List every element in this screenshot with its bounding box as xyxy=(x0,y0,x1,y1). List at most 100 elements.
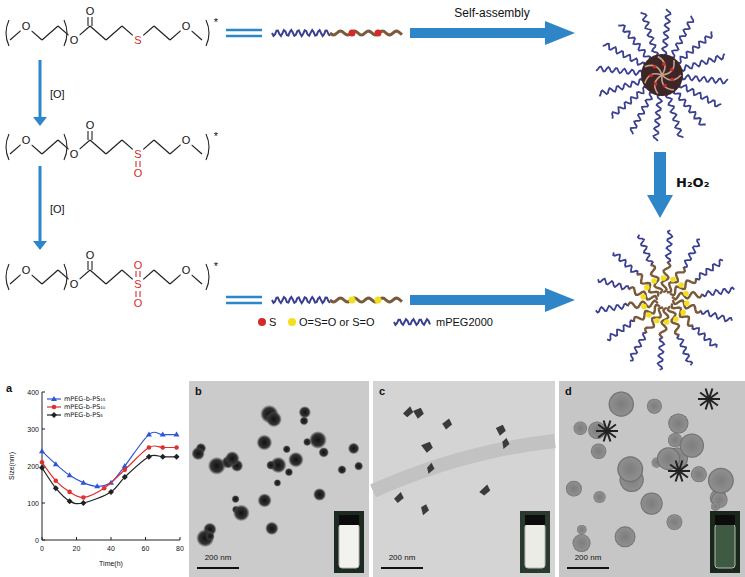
bond xyxy=(90,26,106,40)
bond xyxy=(10,145,21,154)
bond xyxy=(170,275,181,284)
repeat-bracket xyxy=(206,264,209,290)
bond xyxy=(106,270,122,284)
bond xyxy=(191,145,202,154)
legend-text: mPEG-b-PS₁₀ xyxy=(64,404,105,411)
bond xyxy=(10,275,21,284)
atom-label: O xyxy=(69,149,80,160)
peg-chain xyxy=(272,30,330,36)
peg-chain xyxy=(272,297,330,303)
debris xyxy=(479,485,490,496)
panel-letter: a xyxy=(6,383,12,394)
micelle-core xyxy=(641,54,683,96)
equals-sign xyxy=(226,296,262,299)
double-bond xyxy=(87,17,88,26)
sulfur-dot xyxy=(662,62,666,66)
double-bond xyxy=(91,17,92,26)
nanoparticle xyxy=(232,495,240,503)
data-marker xyxy=(80,500,86,506)
panel-letter: d xyxy=(565,386,572,397)
repeat-bracket xyxy=(6,264,9,290)
panel-letter: c xyxy=(379,386,385,397)
debris xyxy=(394,492,404,503)
peg-chain xyxy=(681,54,724,71)
repeat-bracket xyxy=(64,134,67,160)
nanoparticle xyxy=(233,505,249,521)
data-marker xyxy=(174,454,180,460)
legend-sample xyxy=(52,405,57,410)
tick-label: 80 xyxy=(176,545,184,552)
polyester-chain xyxy=(668,306,680,335)
atom-label: O xyxy=(69,279,80,290)
tick-label: 200 xyxy=(27,463,39,470)
legend-swatch xyxy=(258,318,266,326)
bond xyxy=(31,145,42,154)
data-marker xyxy=(147,445,152,450)
bond xyxy=(143,140,154,149)
data-marker xyxy=(67,498,73,504)
nanoparticle xyxy=(319,447,329,457)
bond xyxy=(90,140,106,154)
aggregate xyxy=(680,433,704,457)
data-marker xyxy=(160,454,166,460)
atom-label: O xyxy=(181,265,192,276)
aggregate xyxy=(711,502,720,511)
core-chain xyxy=(662,75,674,90)
sulfone-dot xyxy=(640,294,646,300)
atom-label: * xyxy=(213,261,219,272)
vial-photo xyxy=(334,511,364,573)
debris xyxy=(496,425,506,436)
sulfone-dot xyxy=(644,285,650,291)
sulfur-dot xyxy=(375,30,382,37)
data-marker xyxy=(53,461,59,466)
bond xyxy=(122,270,133,279)
atom-label: O xyxy=(85,250,96,261)
data-marker xyxy=(40,460,45,465)
bond xyxy=(170,31,181,40)
peg-chain xyxy=(680,85,722,107)
vial-photo xyxy=(710,511,740,573)
panel-letter: b xyxy=(195,386,202,397)
atom-label: S xyxy=(133,149,142,160)
peg-chain xyxy=(638,235,653,265)
arrow-head xyxy=(33,241,47,250)
aggregate xyxy=(573,534,591,552)
scale-label: 200 nm xyxy=(389,554,416,562)
aggregate xyxy=(657,447,680,470)
sulfur-dot xyxy=(654,82,658,86)
aggregate xyxy=(647,399,662,414)
axis-title: Time(h) xyxy=(99,560,123,567)
process-arrow xyxy=(410,288,575,312)
film-streak xyxy=(373,441,555,491)
tick-label: 0 xyxy=(35,537,39,544)
bond xyxy=(10,31,21,40)
nanoparticle xyxy=(299,406,311,418)
aggregate xyxy=(609,392,634,417)
repeat-bracket xyxy=(64,20,67,46)
sulfone-dot xyxy=(673,316,679,322)
oxidation-arrow xyxy=(39,166,42,242)
nanoparticle xyxy=(266,461,275,470)
bond xyxy=(191,31,202,40)
data-marker xyxy=(81,495,86,500)
oxidation-arrow xyxy=(39,60,42,118)
tick-label: 100 xyxy=(27,500,39,507)
bond xyxy=(31,31,42,40)
legend-text: O=S=O or S=O xyxy=(299,317,375,328)
peg-chain xyxy=(703,288,735,297)
vial xyxy=(525,524,545,568)
sulfone-dot xyxy=(641,304,647,310)
sulfur-dot xyxy=(649,74,653,78)
aggregate xyxy=(708,468,734,494)
peg-chain xyxy=(607,320,634,340)
aggregate xyxy=(691,466,707,482)
nanoparticle xyxy=(266,412,282,428)
bond xyxy=(143,26,154,35)
nanoparticle xyxy=(354,462,363,471)
double-bond xyxy=(135,161,136,167)
bond xyxy=(106,140,122,154)
nanoparticle xyxy=(338,465,347,474)
atom-label: O xyxy=(21,265,32,276)
peg-chain xyxy=(662,9,670,55)
peg-chain xyxy=(641,13,658,56)
